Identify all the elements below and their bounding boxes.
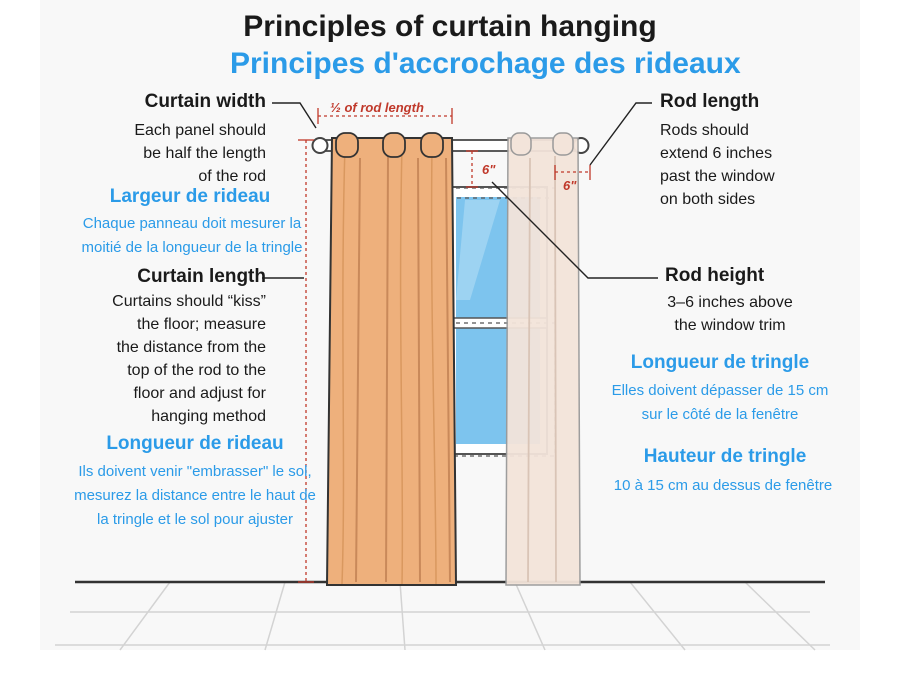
rod-overhang-measure — [554, 165, 591, 180]
rod-length-heading: Rod length — [660, 91, 760, 112]
curtain-length-measure — [298, 139, 314, 583]
rod-height-measure — [466, 150, 478, 188]
rod-height-text-fr: 10 à 15 cm au dessus de fenêtre — [613, 477, 833, 494]
half-rod-measure — [317, 108, 453, 124]
left-curtain-panel — [325, 132, 458, 586]
right-curtain-panel — [505, 132, 581, 586]
rod-length-heading-fr: Longueur de tringle — [630, 352, 810, 373]
title-english: Principles of curtain hanging — [243, 10, 657, 43]
rod-height-heading-fr: Hauteur de tringle — [643, 446, 807, 467]
curtain-width-heading: Curtain width — [144, 91, 266, 112]
window — [446, 186, 548, 455]
rod-overhang-six-label: 6" — [563, 178, 577, 193]
rod-length-text-fr: Elles doivent dépasser de 15 cm sur le c… — [611, 382, 829, 423]
curtain-length-heading: Curtain length — [137, 266, 266, 287]
rod-finial-left — [311, 137, 329, 154]
floor-grid — [55, 581, 830, 651]
curtain-width-text-fr: Chaque panneau doit mesurer la moitié de… — [81, 215, 303, 256]
title-french: Principes d'accrochage des rideaux — [230, 47, 741, 80]
curtain-width-text: Each panel should be half the length of … — [134, 122, 266, 185]
half-rod-label: ½ of rod length — [330, 100, 424, 115]
curtain-width-heading-fr: Largeur de rideau — [109, 186, 271, 207]
curtain-length-heading-fr: Longueur de rideau — [106, 433, 284, 454]
callout-lines — [262, 102, 658, 279]
rod-height-text: 3–6 inches above the window trim — [667, 294, 793, 334]
curtain-length-text-fr: Ils doivent venir "embrasser" le sol, me… — [74, 463, 316, 528]
rod-height-heading: Rod height — [665, 265, 765, 286]
rod-height-six-label: 6" — [482, 162, 496, 177]
rod-length-text: Rods should extend 6 inches past the win… — [660, 122, 775, 208]
curtain-length-text: Curtains should “kiss” the floor; measur… — [112, 293, 266, 425]
